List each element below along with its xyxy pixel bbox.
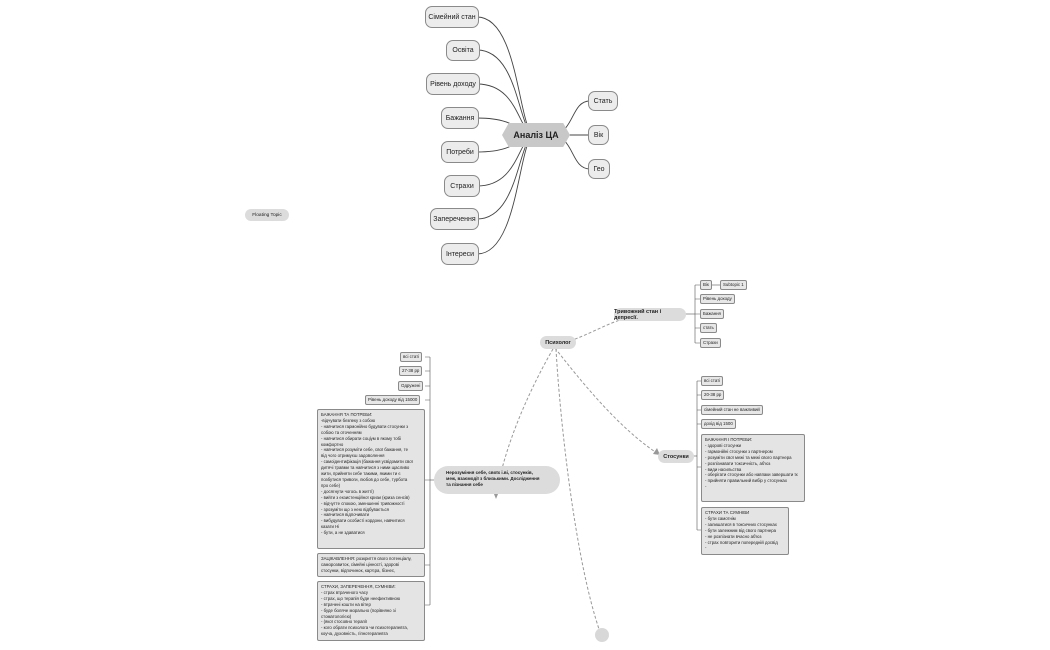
text-line: меж, взаємодії з близькими. Дослідження xyxy=(446,476,540,481)
text-line: - самоідентифікація (бажання усвідомити … xyxy=(321,459,413,465)
text-line: - зрозуміти що з нею відбувається xyxy=(321,506,389,512)
text-line: - гармонійні стосунки з партнером xyxy=(705,448,773,454)
anxious-item-desires[interactable]: Бажання xyxy=(700,309,724,319)
text-line: стосунки, відпочинок, кар'єра, бізнес, xyxy=(321,567,396,573)
relations-item[interactable]: всі статі xyxy=(701,376,724,386)
text-line: - xyxy=(705,484,707,490)
relations-item[interactable]: 20-38 рр xyxy=(701,390,725,400)
text-line: - здорові стосунки xyxy=(705,442,742,448)
text-line: - навчитися обирати соціум в якому тобі xyxy=(321,435,402,441)
text-line: БАЖАННЯ ТА ПОТРЕБИ: xyxy=(321,412,373,417)
text-line: - (якої стосовно терапії xyxy=(321,619,367,625)
text-line: коуча, духовність, гіпнотерапевта xyxy=(321,631,388,637)
text-line: - буде боляче морально (порівняно зі xyxy=(321,607,396,613)
self-item[interactable]: Одружені xyxy=(398,381,424,391)
self-fears-box[interactable]: СТРАХИ, ЗАПЕРЕЧЕННЯ, СУМНІВИ: - страх вт… xyxy=(317,581,425,641)
text-line: саморозвиток, сімейні цінності, здорові xyxy=(321,561,400,567)
text-line: - навчитися розуміти себе, свої бажання,… xyxy=(321,447,409,453)
text-line: - оберігати стосунки або навпаки заверша… xyxy=(705,472,798,478)
text-line: - страх, що терапія буде неефективною xyxy=(321,595,401,601)
topic-family-status[interactable]: Сімейний стан xyxy=(425,6,479,28)
topic-fears[interactable]: Страхи xyxy=(444,175,480,197)
text-line: жити, прийняти себе такими, якими ти є xyxy=(321,471,401,477)
text-line: ЗАЦІКАВЛЕННЯ: розкриття свого потенціалу… xyxy=(321,556,412,561)
text-line: - страх втраченого часу xyxy=(321,589,369,595)
text-line: та пізнання себе xyxy=(446,482,483,487)
psychologist-node[interactable]: Психолог xyxy=(540,336,576,349)
topic-objections[interactable]: Заперечення xyxy=(430,208,479,230)
text-line: - види насильства xyxy=(705,466,742,472)
text-line: від чого отримуєш задоволення xyxy=(321,453,385,459)
floating-topic[interactable]: Floating Topic xyxy=(245,209,289,221)
self-item[interactable]: всі статі xyxy=(400,352,423,362)
anxious-item-subtopic[interactable]: Subtopic 1 xyxy=(720,280,747,290)
text-line: - розпізнавати токсичність, аб'юз xyxy=(705,460,771,466)
text-line: - навчитися гармонійно будувати стосунки… xyxy=(321,423,409,429)
text-line: - xyxy=(705,545,707,551)
anxious-item-income[interactable]: Рівень доходу xyxy=(700,294,735,304)
topic-age[interactable]: Вік xyxy=(588,125,609,145)
text-line: - втрачені кошти на вітер xyxy=(321,601,371,607)
text-line: - досягнути чогось в житті) xyxy=(321,488,374,494)
text-line: - вийти з екзистенційної кризи (криза се… xyxy=(321,494,410,500)
anxious-item-age[interactable]: Вік xyxy=(700,280,712,290)
relations-item[interactable]: сімейний стан не важливий xyxy=(701,405,763,415)
topic-desires[interactable]: Бажання xyxy=(441,107,479,129)
relations-fears-box[interactable]: СТРАХИ ТА СУМНІВИ - бути самотнім - зали… xyxy=(701,507,789,555)
text-line: комфортно xyxy=(321,441,344,447)
anxious-node[interactable]: Тривожний стан і депресії. xyxy=(614,308,686,321)
text-line: - бути залежним від свого партнера xyxy=(705,527,776,533)
text-line: - навчитися відпочивати xyxy=(321,512,370,518)
text-line: Нерозуміння себе, своїх і.ві, стосунків, xyxy=(446,470,533,475)
self-item[interactable]: Рівень доходу від 15000 xyxy=(365,395,421,405)
anxious-item-gender[interactable]: стать xyxy=(700,323,717,333)
text-line: дитячі травми та навчитися з ними щаслив… xyxy=(321,465,410,471)
topic-education[interactable]: Освіта xyxy=(446,40,480,61)
self-item[interactable]: 27-38 рр xyxy=(399,366,423,376)
text-line: - бути, а не здаватися xyxy=(321,530,365,536)
text-line: стоматологією) xyxy=(321,613,352,619)
topic-gender[interactable]: Стать xyxy=(588,91,618,111)
text-line: - розуміти свої межі та межі свого партн… xyxy=(705,454,792,460)
anxious-item-fears[interactable]: Страхи xyxy=(700,338,721,348)
text-line: собою та оточенням xyxy=(321,429,362,435)
topic-interests[interactable]: Інтереси xyxy=(441,243,479,265)
empty-topic-node[interactable] xyxy=(595,628,609,642)
text-line: - страх повторити попередній досвід xyxy=(705,539,778,545)
topic-geo[interactable]: Гео xyxy=(588,159,610,179)
topic-needs[interactable]: Потреби xyxy=(441,141,479,163)
text-line: БАЖАННЯ І ПОТРЕБИ: xyxy=(705,437,753,442)
relations-desires-box[interactable]: БАЖАННЯ І ПОТРЕБИ: - здорові стосунки - … xyxy=(701,434,805,502)
text-line: - не розпізнати вчасно аб'юз xyxy=(705,533,762,539)
text-line: - вибудувати особисті кордони, навчитися xyxy=(321,518,405,524)
text-line: - прийняти правильний вибір у стосунках xyxy=(705,478,787,484)
self-understanding-node[interactable]: Нерозуміння себе, своїх і.ві, стосунків,… xyxy=(434,466,560,494)
text-line: - кого обрати психолога чи психотерапевт… xyxy=(321,625,408,631)
text-line: - відчутте спокою, зменшенні тривожності xyxy=(321,500,405,506)
self-desires-box[interactable]: БАЖАННЯ ТА ПОТРЕБИ: -відчувати безпеку з… xyxy=(317,409,425,549)
text-line: казати Ні xyxy=(321,524,340,530)
central-topic[interactable]: Аналіз ЦА xyxy=(502,123,570,147)
text-line: про себе) xyxy=(321,482,341,488)
text-line: - залишатися в токсичних стосунках xyxy=(705,521,777,527)
topic-income-level[interactable]: Рівень доходу xyxy=(426,73,480,95)
text-line: -відчувати безпеку з собою xyxy=(321,417,376,423)
text-line: СТРАХИ, ЗАПЕРЕЧЕННЯ, СУМНІВИ: xyxy=(321,584,396,589)
text-line: - бути самотнім xyxy=(705,515,736,521)
relations-node[interactable]: Стосунки xyxy=(658,450,694,463)
relations-item[interactable]: дохід від 1500 xyxy=(701,419,736,429)
text-line: позбутися тривоги, любов до себе, турбот… xyxy=(321,476,408,482)
self-interests-box[interactable]: ЗАЦІКАВЛЕННЯ: розкриття свого потенціалу… xyxy=(317,553,425,577)
text-line: СТРАХИ ТА СУМНІВИ xyxy=(705,510,750,515)
